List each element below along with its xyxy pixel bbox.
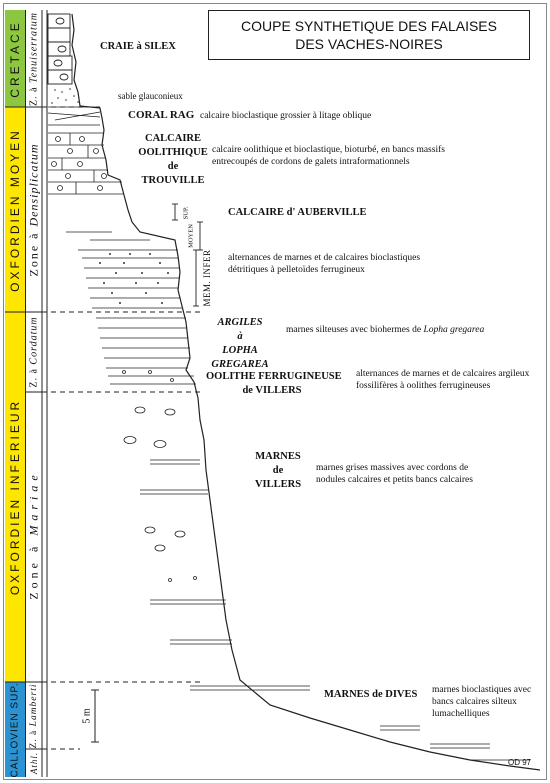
unit-villers-line: de [272, 465, 284, 476]
unit-oolithe-line: OOLITHE FERRUGINEUSE [206, 371, 342, 382]
unit-auberville: CALCAIRE d' AUBERVILLE [228, 207, 367, 218]
member-moyen-label: MOYEN [187, 224, 195, 248]
unit-marnes-villers: MARNES de VILLERS [252, 450, 304, 492]
unit-villers-line: VILLERS [254, 479, 302, 490]
coral-rag-crossbeds [47, 106, 101, 126]
title-box: COUPE SYNTHETIQUE DES FALAISES DES VACHE… [208, 10, 530, 60]
unit-oolithe-line: de VILLERS [242, 385, 302, 396]
villers-nodules [123, 406, 232, 645]
title-line-1: COUPE SYNTHETIQUE DES FALAISES [241, 18, 497, 34]
desc-lopha-species: Lopha gregarea [423, 325, 485, 335]
scale-bar [91, 689, 99, 743]
member-sup: SUP. [180, 205, 192, 221]
member-infer: MEM. INFER [200, 248, 214, 308]
desc-oolithe: alternances de marnes et de calcaires ar… [356, 369, 530, 391]
member-sup-label: SUP. [182, 206, 190, 220]
unit-lopha-line: GREGAREA [211, 359, 269, 370]
desc-dives: marnes bioclastiques avec bancs calcaire… [432, 685, 532, 719]
stage-band-cretace: CRETACE [5, 10, 25, 107]
desc-trouville: calcaire oolithique et bioclastique, bio… [212, 145, 445, 167]
unit-oolithe: OOLITHE FERRUGINEUSE de VILLERS [206, 370, 342, 398]
unit-trouville-line: de [167, 161, 179, 172]
unit-trouville-line: CALCAIRE [144, 133, 201, 144]
desc-villers: marnes grises massives avec cordons de n… [316, 463, 473, 485]
frame [3, 3, 547, 780]
unit-marnes-dives: MARNES de DIVES [324, 689, 418, 700]
unit-argiles-lopha: ARGILES à LOPHA GREGAREA [204, 316, 276, 372]
unit-lopha-line: ARGILES [217, 317, 263, 328]
weathering-profile [71, 13, 541, 771]
desc-lopha-text: marnes silteuses avec biohermes de [286, 325, 424, 335]
title-line-2: DES VACHES-NOIRES [295, 36, 443, 52]
credit: OD 97 [508, 758, 532, 767]
stage-band-oxfordien-moyen: OXFORDIEN MOYEN [5, 107, 25, 312]
unit-craie: CRAIE à SILEX [100, 41, 176, 52]
desc-auberville: alternances de marnes et de calcaires bi… [228, 253, 421, 275]
unit-coral-rag: CORAL RAG [128, 109, 195, 121]
unit-trouville: CALCAIRE OOLITHIQUE de TROUVILLE [138, 132, 208, 188]
sable-dots [51, 88, 79, 104]
lopha-beds [96, 317, 190, 359]
oolithe-beds [106, 367, 196, 385]
scale-text: 5 m [81, 708, 93, 724]
auberville-dots [99, 253, 169, 304]
desc-lopha: marnes silteuses avec biohermes de Lopha… [286, 324, 486, 336]
member-infer-label: MEM. INFER [202, 249, 212, 307]
unit-trouville-line: OOLITHIQUE [138, 147, 208, 158]
unit-lopha-line: LOPHA [222, 345, 258, 356]
desc-coral-rag: calcaire bioclastique grossier à litage … [200, 111, 372, 121]
member-brackets [172, 203, 203, 307]
craie-blocks [47, 13, 73, 85]
dives-beds [190, 685, 530, 761]
auberville-beds [66, 231, 182, 309]
scale-label: 5 m [80, 708, 94, 724]
member-moyen: MOYEN [185, 222, 197, 250]
unit-lopha-line: à [237, 331, 243, 342]
unit-sable: sable glauconieux [118, 91, 183, 101]
stage-band-callovien-sup: CALLOVIEN SUP. [5, 682, 25, 777]
unit-trouville-line: TROUVILLE [141, 175, 205, 186]
unit-villers-line: MARNES [255, 451, 301, 462]
trouville-oolithic-blocks [48, 132, 124, 195]
stage-band-oxfordien-inferieur: OXFORDIEN INFERIEUR [5, 312, 25, 682]
